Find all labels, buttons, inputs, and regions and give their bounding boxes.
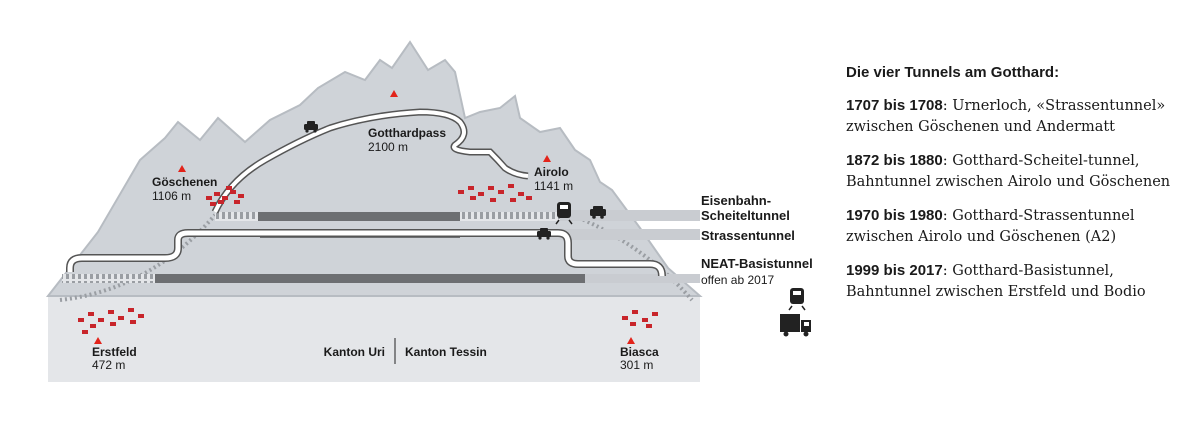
canton-tessin-label: Kanton Tessin [405, 345, 487, 359]
car-icon [537, 228, 551, 240]
car-icon [304, 121, 318, 133]
legend-entry-text: : Gotthard-Basistunnel, Bahntunnel zwisc… [846, 263, 1146, 300]
goeschenen-label: Göschenen [152, 175, 217, 189]
eisenbahn-scheiteltunnel [258, 212, 460, 221]
airolo-marker-icon [543, 155, 551, 162]
car-icon [590, 206, 606, 219]
rocks-airolo [458, 184, 532, 202]
legend-entry-text: : Gotthard-Strassentunnel zwischen Airol… [846, 208, 1135, 245]
scheiteltunnel-label-2: Scheiteltunnel [701, 208, 790, 223]
leader-band-strassen [548, 229, 700, 240]
biasca-label: Biasca [620, 345, 659, 359]
legend-entry-years: 1707 bis 1708 [846, 97, 943, 114]
rocks-goeschenen [206, 186, 244, 206]
gotthardpass-elevation: 2100 m [368, 140, 408, 154]
truck-icon [780, 314, 811, 337]
airolo-elevation: 1141 m [534, 179, 573, 193]
train-icon [788, 288, 806, 311]
strassentunnel-label: Strassentunnel [701, 228, 795, 243]
neat-basistunnel [155, 274, 585, 283]
neat-label: NEAT-Basistunnel [701, 256, 813, 271]
leader-band-scheitel [560, 210, 700, 221]
erstfeld-elevation: 472 m [92, 358, 125, 372]
scheiteltunnel-label-1: Eisenbahn- [701, 193, 771, 208]
airolo-label: Airolo [534, 165, 569, 179]
valley-ground [48, 296, 700, 382]
legend-entry-text: : Urnerloch, «Strassentunnel» zwischen G… [846, 98, 1166, 135]
rocks-erstfeld [78, 308, 144, 334]
erstfeld-label: Erstfeld [92, 345, 137, 359]
biasca-marker-icon [627, 337, 635, 344]
peak-marker-icon [390, 90, 398, 97]
gotthard-cross-section: Göschenen 1106 m Gotthardpass 2100 m Air… [45, 40, 813, 382]
neat-open-label: offen ab 2017 [701, 273, 775, 287]
legend-entry-years: 1872 bis 1880 [846, 152, 943, 169]
erstfeld-marker-icon [94, 337, 102, 344]
biasca-elevation: 301 m [620, 358, 653, 372]
leader-band-neat [585, 274, 700, 283]
goeschenen-elevation: 1106 m [152, 189, 191, 203]
legend-entry-text: : Gotthard-Scheitel-tunnel, Bahntunnel z… [846, 153, 1171, 190]
rail-ramp-left [59, 213, 217, 302]
legend-title: Die vier Tunnels am Gotthard: [846, 64, 1060, 81]
legend-entry: 1707 bis 1708: Urnerloch, «Strassentunne… [846, 95, 1186, 138]
gotthardpass-label: Gotthardpass [368, 126, 446, 140]
tunnel-legend: Die vier Tunnels am Gotthard: 1707 bis 1… [846, 64, 1186, 315]
legend-entry: 1999 bis 2017: Gotthard-Basistunnel, Bah… [846, 260, 1186, 303]
goeschenen-marker-icon [178, 165, 186, 172]
legend-entry: 1970 bis 1980: Gotthard-Strassentunnel z… [846, 205, 1186, 248]
legend-entry-years: 1999 bis 2017 [846, 262, 943, 279]
rocks-biasca [622, 310, 658, 328]
legend-entry: 1872 bis 1880: Gotthard-Scheitel-tunnel,… [846, 150, 1186, 193]
legend-entry-years: 1970 bis 1980 [846, 207, 943, 224]
train-icon [555, 202, 573, 225]
canton-uri-label: Kanton Uri [324, 345, 385, 359]
